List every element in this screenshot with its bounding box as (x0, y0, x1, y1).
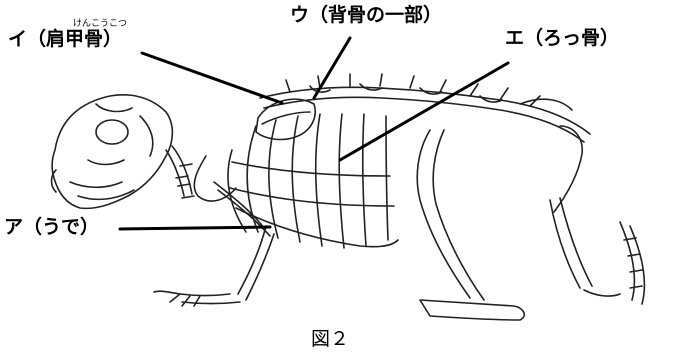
leader-line-ribs (340, 63, 508, 160)
leader-line-spine (314, 38, 350, 98)
leader-line-scapula (142, 53, 282, 103)
label-arm: ア（うで） (4, 218, 99, 237)
figure-caption: 図２ (311, 330, 349, 349)
leader-lines (120, 38, 508, 229)
label-ribs: エ（ろっ骨） (505, 29, 619, 48)
scapula-bone (256, 99, 315, 139)
skull (52, 95, 173, 209)
tail (620, 222, 644, 304)
neck-vertebrae (166, 146, 194, 198)
hind-leg (417, 126, 620, 320)
leader-line-arm (120, 227, 270, 229)
label-spine: ウ（背骨の一部） (290, 6, 442, 25)
front-leg (154, 156, 274, 306)
label-scapula: イ（肩甲骨） (8, 30, 122, 49)
spine (260, 74, 590, 142)
